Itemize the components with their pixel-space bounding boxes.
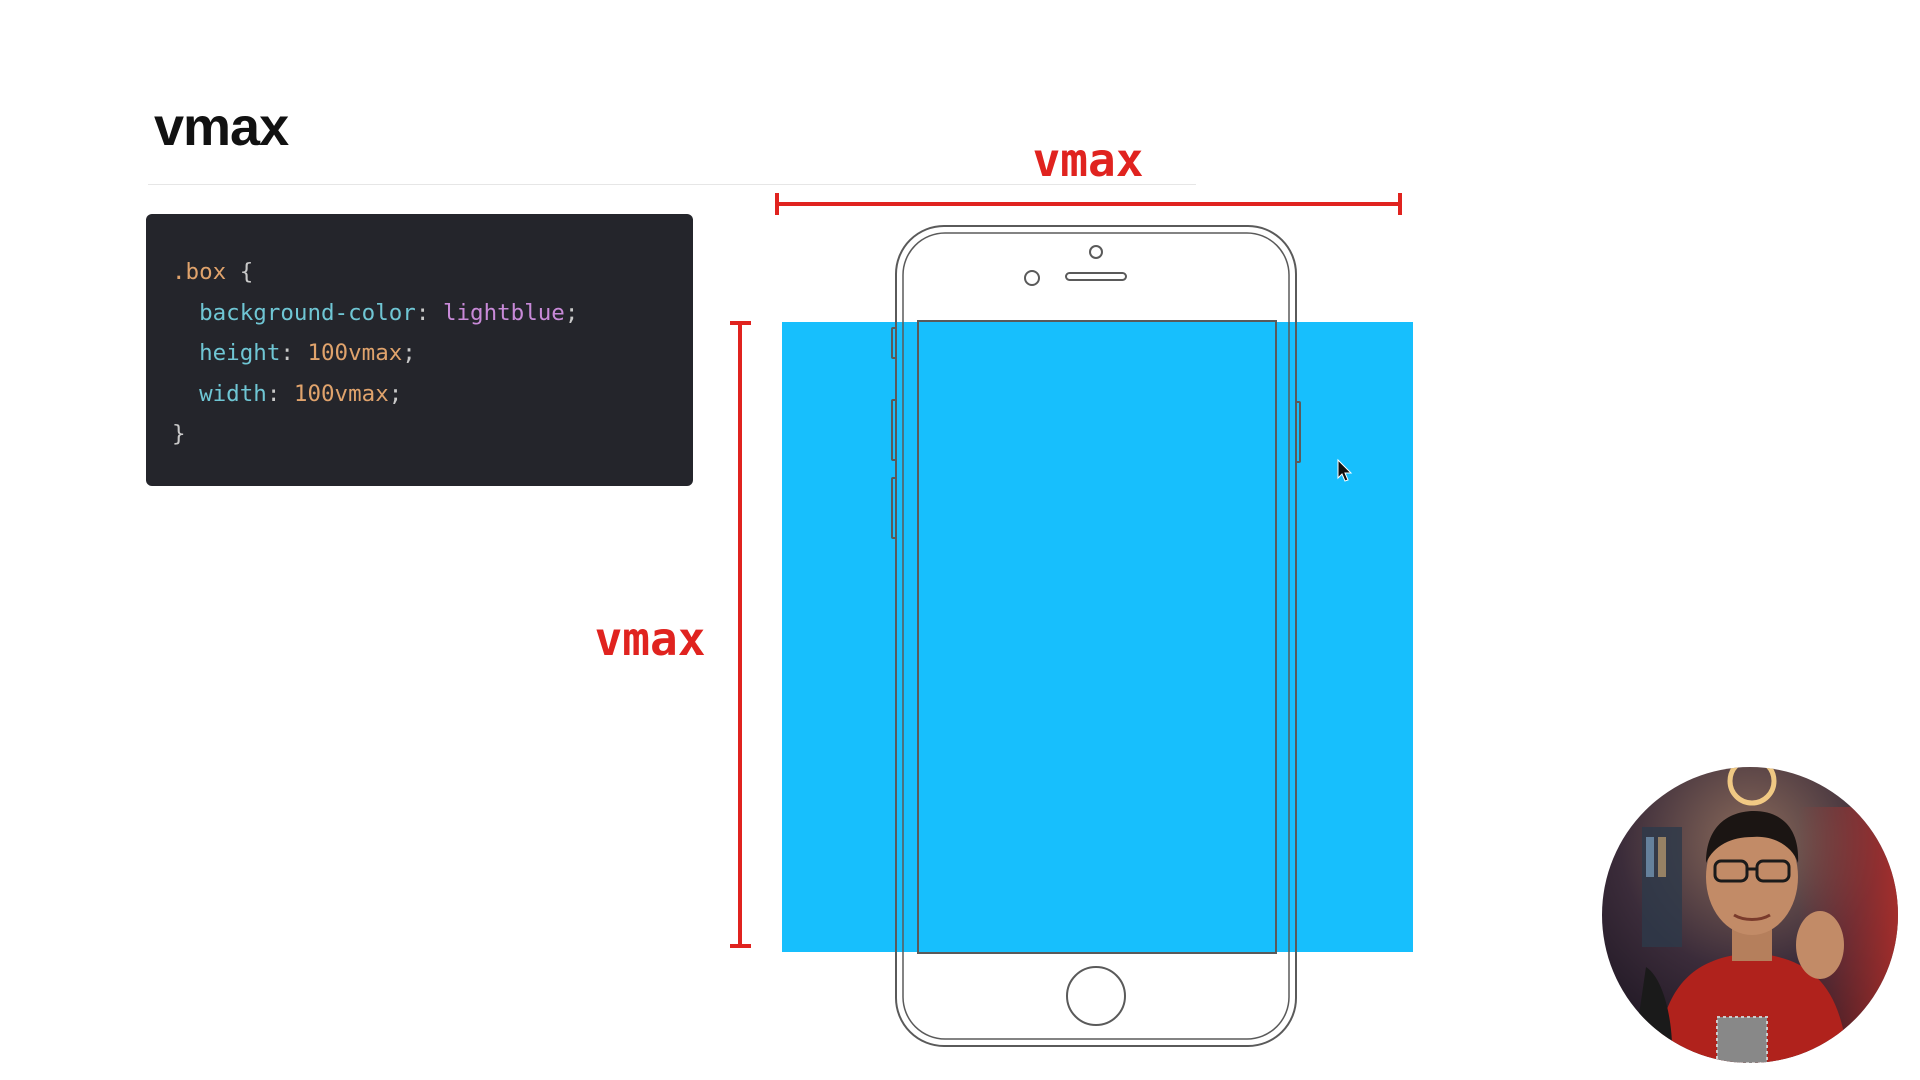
phone-speaker (1065, 272, 1127, 281)
code-block: .box { background-color: lightblue; heig… (146, 214, 693, 486)
phone-sensor-icon (1024, 270, 1040, 286)
code-line: height: 100vmax; (172, 333, 693, 374)
code-line: width: 100vmax; (172, 374, 693, 415)
height-label: vmax (595, 612, 706, 666)
code-token: ; (402, 340, 416, 366)
vmax-box (782, 322, 1413, 952)
phone-home-button-icon (1066, 966, 1126, 1026)
code-line: .box { (172, 252, 693, 293)
code-token: : (280, 340, 308, 366)
code-token: height (172, 340, 281, 366)
code-token: } (172, 421, 186, 447)
height-marker (730, 321, 751, 948)
width-marker (775, 193, 1402, 215)
title-divider (148, 184, 1196, 185)
phone-screen (917, 320, 1277, 954)
code-token: .box (172, 259, 227, 285)
presenter-webcam (1602, 767, 1898, 1063)
code-token: background-color (172, 299, 416, 326)
code-line: } (172, 414, 693, 455)
code-token: width (172, 380, 267, 407)
slide-title: vmax (154, 97, 289, 157)
code-token: 100vmax (293, 380, 389, 407)
phone-outline (891, 225, 1301, 1047)
code-token: ; (564, 299, 579, 326)
code-token: 100vmax (307, 340, 403, 366)
cursor-icon (1337, 458, 1353, 482)
phone-camera-icon (1089, 245, 1103, 259)
code-token: { (226, 259, 254, 285)
code-token: ; (388, 380, 403, 407)
code-line: background-color: lightblue; (172, 293, 693, 334)
code-token: : (266, 380, 294, 407)
code-token: lightblue (442, 299, 565, 326)
code-token: : (415, 299, 443, 326)
width-label: vmax (1033, 133, 1144, 187)
